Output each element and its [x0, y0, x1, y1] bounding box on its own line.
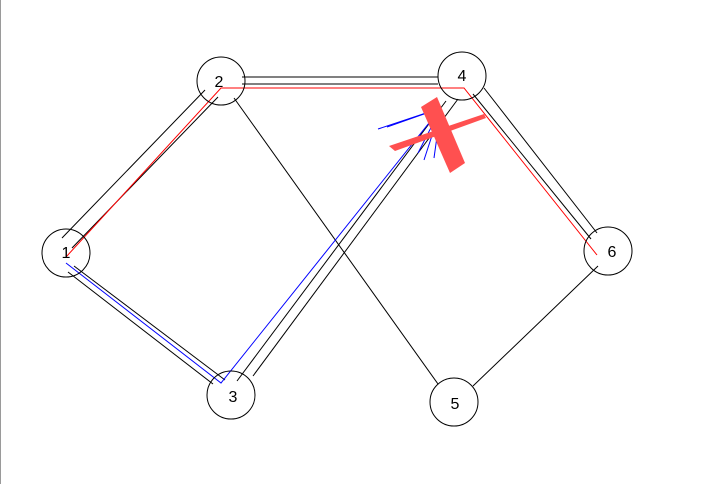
node-1-label: 1 [62, 245, 71, 262]
node-6[interactable]: 6 [583, 226, 633, 276]
node-2-label: 2 [215, 74, 224, 91]
edge-4-6-b [483, 87, 598, 234]
node-4-circle [437, 51, 487, 101]
node-4[interactable]: 4 [437, 51, 487, 101]
edge-1-2-b [71, 96, 219, 249]
cross-bar-thick [421, 97, 465, 173]
edge-1-3-a [67, 271, 214, 385]
red-path [65, 87, 598, 258]
cross-bar-thin [389, 114, 486, 151]
node-6-circle [583, 226, 633, 276]
node-3[interactable]: 3 [206, 370, 256, 420]
node-6-label: 6 [608, 244, 617, 261]
edge-3-4-a [236, 100, 447, 382]
node-3-label: 3 [229, 389, 238, 406]
edge-1-2-a [61, 89, 206, 239]
edge-5-6 [472, 265, 599, 387]
node-4-label: 4 [458, 68, 467, 85]
node-1[interactable]: 1 [41, 228, 91, 278]
blocked-cross-marker [389, 97, 486, 173]
left-border [0, 0, 1, 484]
node-5-label: 5 [451, 396, 460, 413]
edge-2-5 [233, 97, 439, 385]
node-2-circle [196, 56, 246, 106]
nodes: 1 2 3 4 5 6 [41, 51, 633, 427]
node-3-circle [206, 370, 256, 420]
node-2[interactable]: 2 [196, 56, 246, 106]
node-5[interactable]: 5 [429, 377, 479, 427]
blue-path [65, 107, 442, 384]
edge-4-6-a [472, 93, 592, 240]
edges [61, 76, 599, 387]
edge-1-3-b [73, 265, 226, 381]
edge-3-4-b [252, 98, 459, 377]
node-1-circle [41, 228, 91, 278]
node-5-circle [429, 377, 479, 427]
